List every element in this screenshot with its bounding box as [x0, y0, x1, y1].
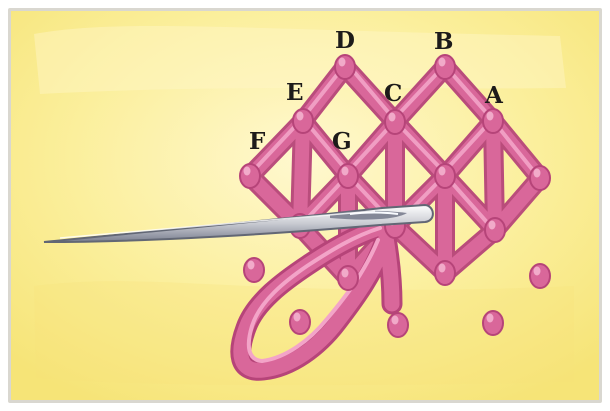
label-b: B — [434, 28, 453, 55]
label-e: E — [286, 79, 304, 106]
label-c: C — [384, 80, 402, 107]
label-f: F — [249, 128, 266, 155]
label-d: D — [335, 27, 355, 54]
label-g: G — [332, 128, 352, 155]
label-a: A — [484, 82, 504, 109]
